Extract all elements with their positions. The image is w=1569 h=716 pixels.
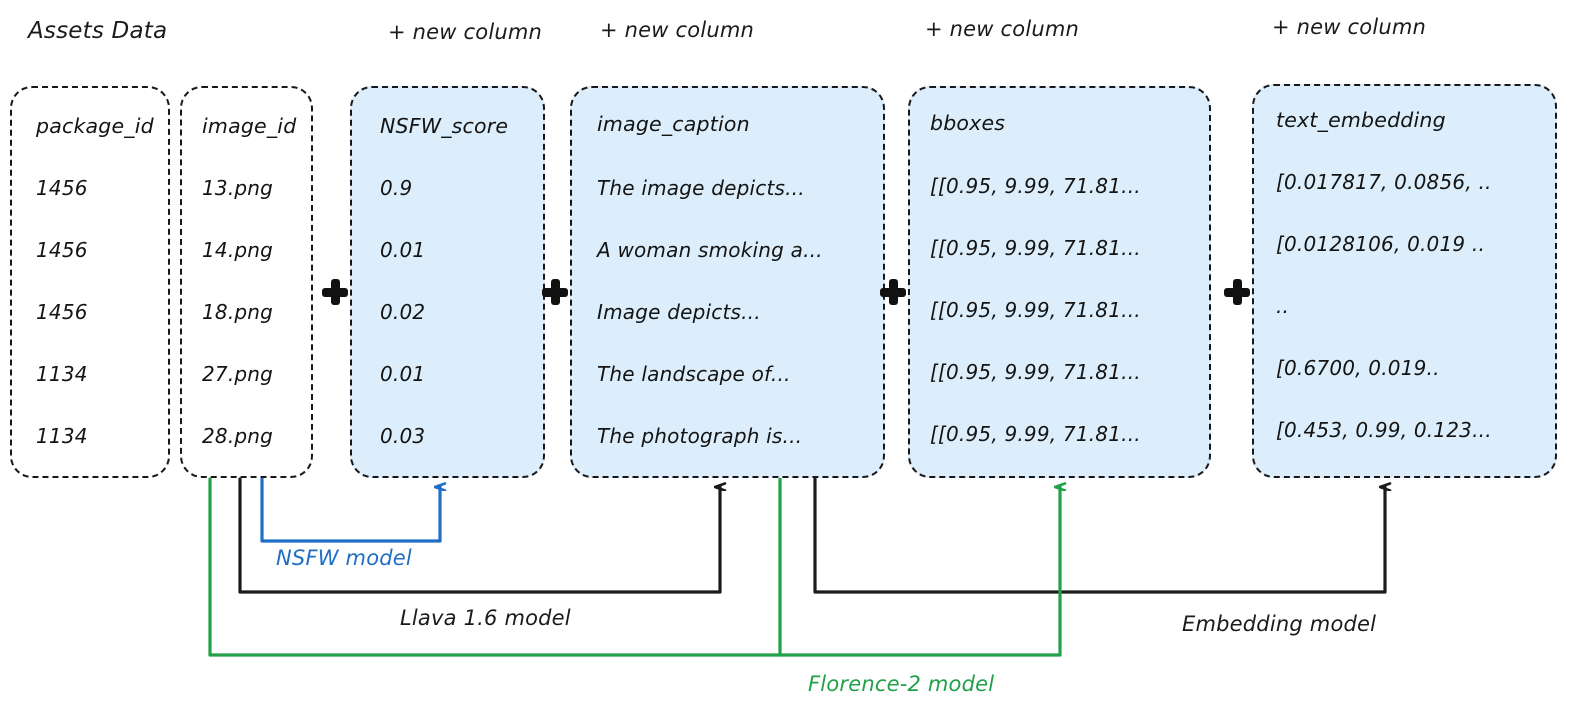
column-header: text_embedding bbox=[1276, 108, 1446, 132]
table-cell: [0.6700, 0.019.. bbox=[1276, 356, 1440, 380]
table-cell: The image depicts... bbox=[597, 176, 805, 200]
column-header: image_caption bbox=[597, 112, 750, 136]
table-cell: 0.01 bbox=[380, 362, 426, 386]
table-cell: 1134 bbox=[36, 362, 88, 386]
model-label-embedding: Embedding model bbox=[1182, 612, 1377, 636]
column-nsfw-score[interactable]: NSFW_score 0.9 0.01 0.02 0.01 0.03 bbox=[350, 86, 545, 478]
table-cell: [[0.95, 9.99, 71.81... bbox=[930, 360, 1141, 384]
column-image-id[interactable]: image_id 13.png 14.png 18.png 27.png 28.… bbox=[180, 86, 313, 478]
table-cell: Image depicts... bbox=[597, 300, 761, 324]
plus-icon bbox=[322, 279, 348, 305]
table-cell: The photograph is... bbox=[597, 424, 803, 448]
table-cell: The landscape of... bbox=[597, 362, 791, 386]
table-cell: 1456 bbox=[36, 300, 88, 324]
table-cell: 14.png bbox=[202, 238, 274, 262]
table-cell: [[0.95, 9.99, 71.81... bbox=[930, 236, 1141, 260]
table-cell: A woman smoking a... bbox=[597, 238, 823, 262]
table-cell: 0.02 bbox=[380, 300, 426, 324]
table-cell: 0.9 bbox=[380, 176, 413, 200]
table-cell: [[0.95, 9.99, 71.81... bbox=[930, 174, 1141, 198]
column-header: package_id bbox=[36, 114, 154, 138]
new-column-label-embedding: + new column bbox=[1272, 15, 1427, 39]
column-header: bboxes bbox=[930, 111, 1006, 135]
column-header: NSFW_score bbox=[380, 114, 509, 138]
plus-icon bbox=[1224, 279, 1250, 305]
table-cell: 0.03 bbox=[380, 424, 426, 448]
table-cell: 1456 bbox=[36, 238, 88, 262]
table-cell: [[0.95, 9.99, 71.81... bbox=[930, 422, 1141, 446]
table-cell: 1134 bbox=[36, 424, 88, 448]
column-header: image_id bbox=[202, 114, 297, 138]
column-bboxes[interactable]: bboxes [[0.95, 9.99, 71.81... [[0.95, 9.… bbox=[908, 86, 1211, 478]
new-column-label-bboxes: + new column bbox=[925, 17, 1080, 41]
table-cell: 27.png bbox=[202, 362, 274, 386]
table-cell: 28.png bbox=[202, 424, 274, 448]
table-cell: [0.017817, 0.0856, .. bbox=[1276, 170, 1492, 194]
embedding-model-connector bbox=[813, 477, 1385, 594]
column-text-embedding[interactable]: text_embedding [0.017817, 0.0856, .. [0.… bbox=[1252, 84, 1557, 478]
column-package-id[interactable]: package_id 1456 1456 1456 1134 1134 bbox=[10, 86, 170, 478]
table-cell: [0.0128106, 0.019 .. bbox=[1276, 232, 1485, 256]
table-cell: [[0.95, 9.99, 71.81... bbox=[930, 298, 1141, 322]
model-label-nsfw: NSFW model bbox=[276, 546, 412, 570]
table-cell: 1456 bbox=[36, 176, 88, 200]
florence-model-connector bbox=[208, 477, 1060, 657]
column-image-caption[interactable]: image_caption The image depicts... A wom… bbox=[570, 86, 885, 478]
page-title: Assets Data bbox=[28, 18, 168, 44]
plus-icon bbox=[880, 279, 906, 305]
nsfw-model-connector bbox=[260, 477, 440, 543]
table-cell: 0.01 bbox=[380, 238, 426, 262]
new-column-label-nsfw: + new column bbox=[388, 20, 543, 44]
plus-icon bbox=[542, 279, 568, 305]
table-cell: .. bbox=[1276, 294, 1290, 318]
table-cell: 13.png bbox=[202, 176, 274, 200]
table-cell: 18.png bbox=[202, 300, 274, 324]
table-cell: [0.453, 0.99, 0.123... bbox=[1276, 418, 1492, 442]
llava-model-connector bbox=[238, 477, 720, 594]
new-column-label-caption: + new column bbox=[600, 18, 755, 42]
model-label-llava: Llava 1.6 model bbox=[400, 606, 571, 630]
model-label-florence: Florence-2 model bbox=[808, 672, 995, 696]
